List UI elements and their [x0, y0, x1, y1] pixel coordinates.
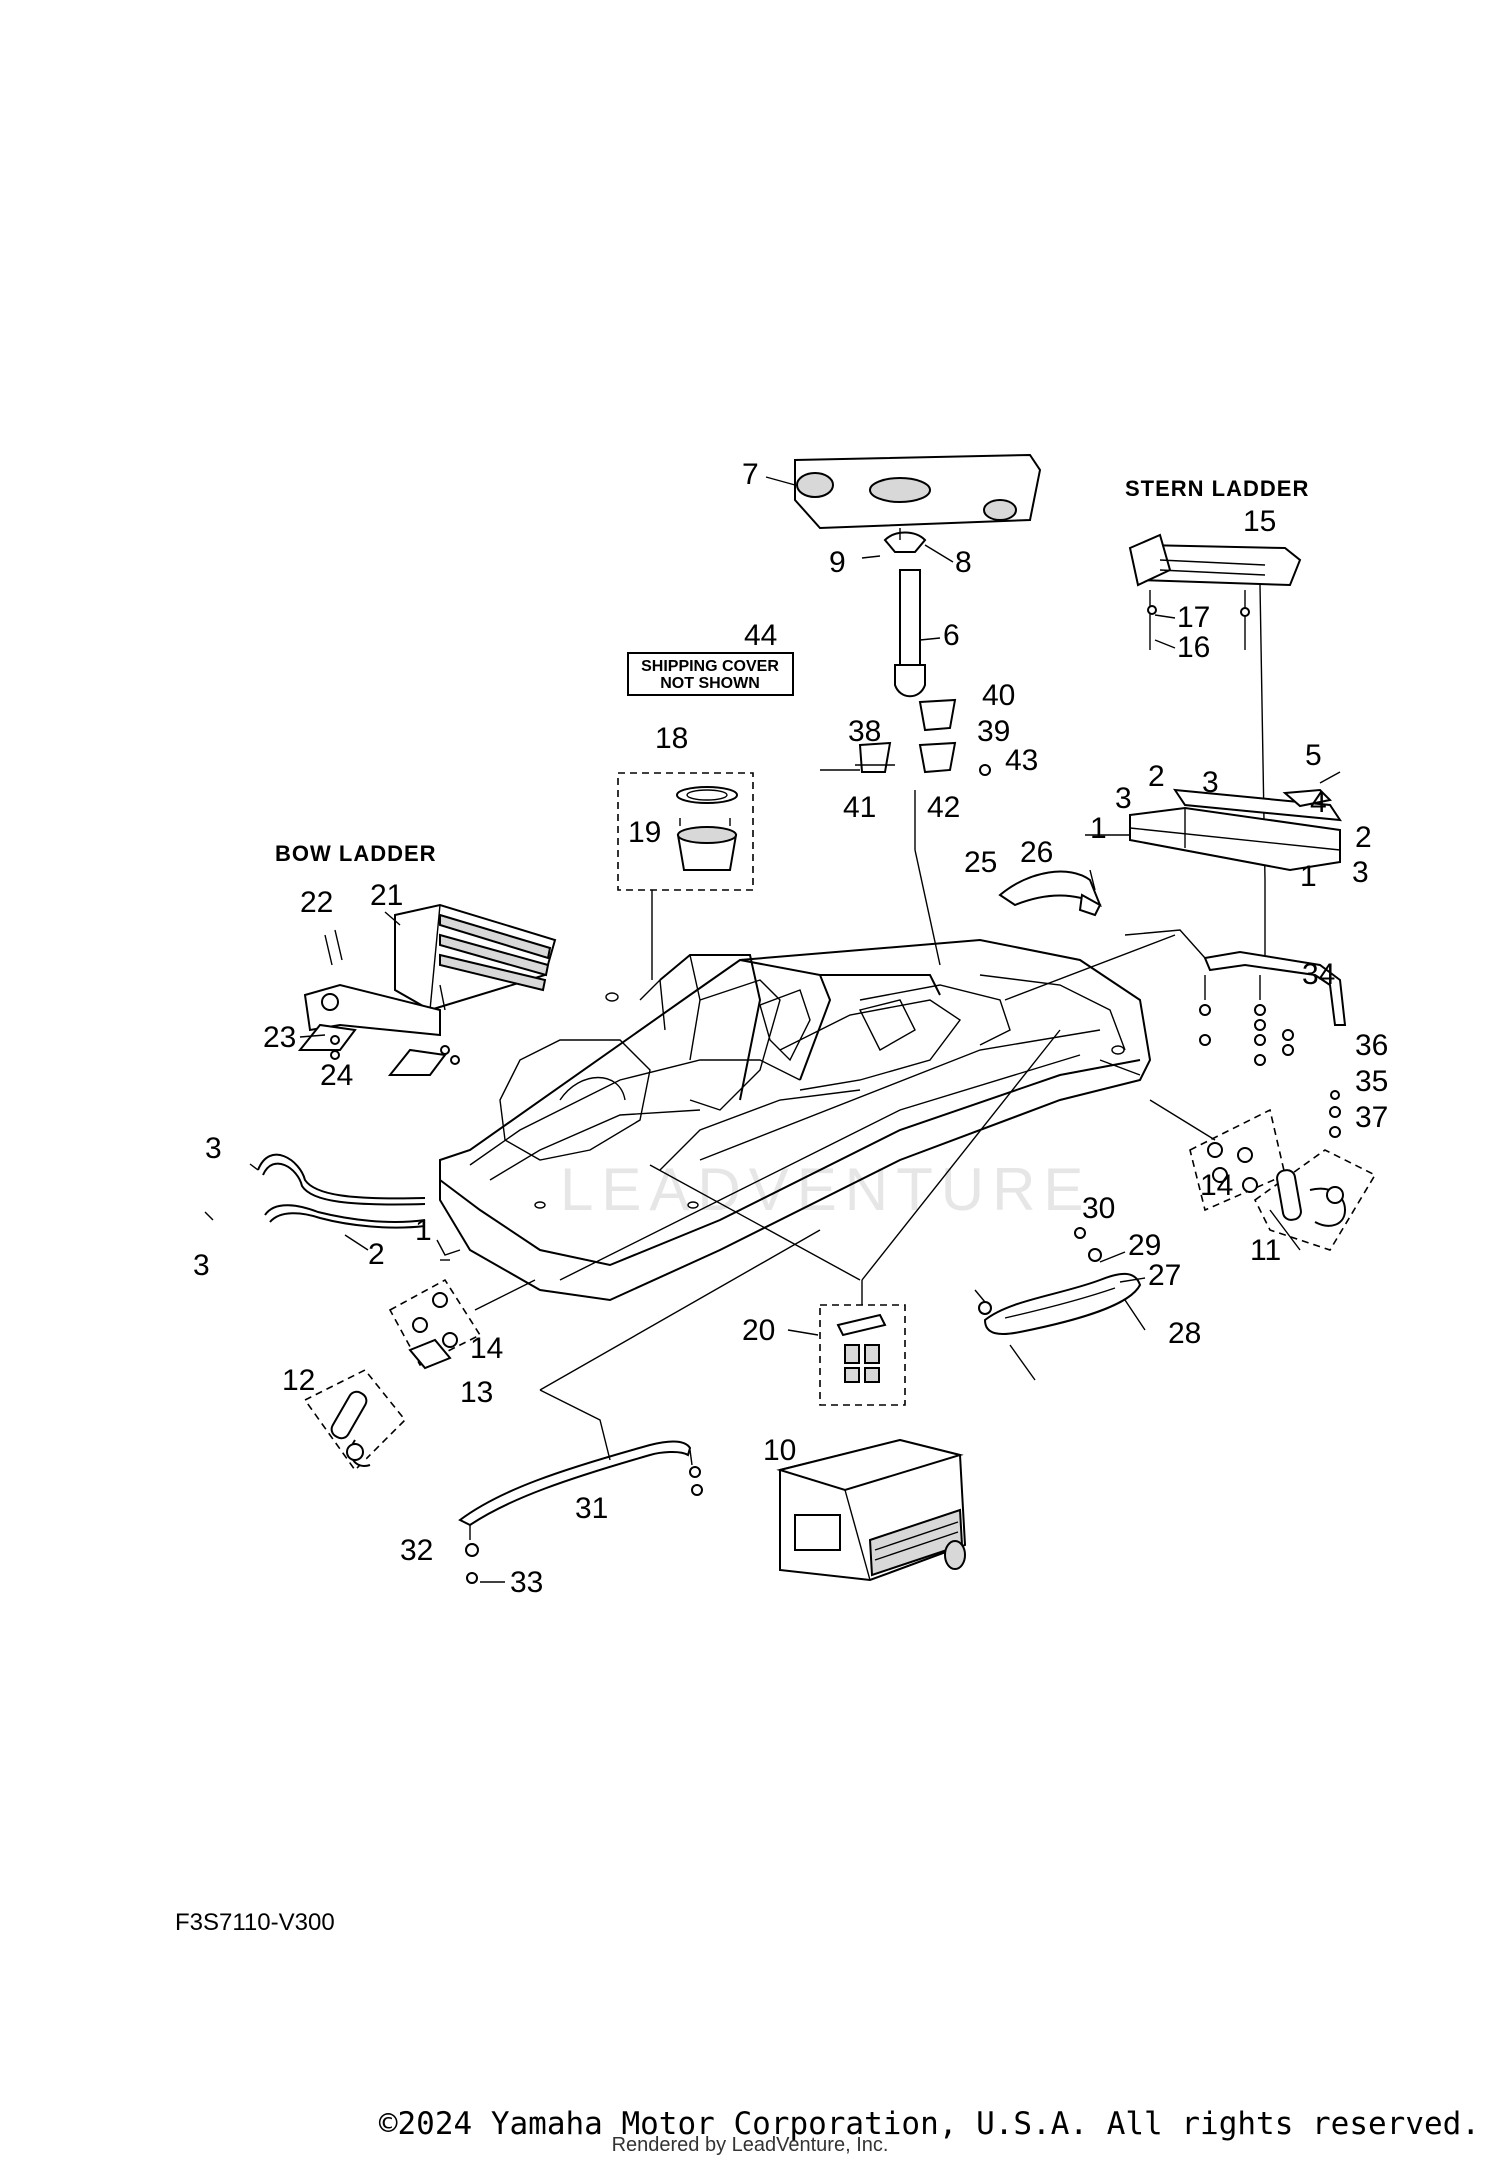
- callout-22: 22: [300, 886, 333, 919]
- callout-41: 41: [843, 791, 876, 824]
- callout-37: 37: [1355, 1101, 1388, 1134]
- callout-15: 15: [1243, 505, 1276, 538]
- callout-17: 17: [1177, 601, 1210, 634]
- cooler: [776, 1438, 967, 1582]
- callout-40: 40: [982, 679, 1015, 712]
- callout-44: 44: [744, 619, 777, 652]
- mount-8: [883, 528, 927, 553]
- callout-2b: 2: [1355, 821, 1372, 854]
- callout-8: 8: [955, 546, 972, 579]
- tower-light-7: [794, 453, 1042, 530]
- callout-25: 25: [964, 846, 997, 879]
- watermark: LEADVENTURE: [560, 1156, 1091, 1223]
- callout-23: 23: [263, 1021, 296, 1054]
- bow-grab-rail: [458, 1389, 703, 1584]
- callout-30: 30: [1082, 1192, 1115, 1225]
- callout-18: 18: [655, 722, 688, 755]
- stern-rail-bracket: [1085, 771, 1343, 965]
- stern-ladder-heading: STERN LADDER: [1125, 476, 1309, 501]
- boat-hull: [439, 938, 1152, 1302]
- callout-3e: 3: [193, 1249, 210, 1282]
- cup-holder-group: [617, 772, 754, 980]
- pads-38-39-40: [820, 698, 991, 776]
- callout-3b: 3: [1115, 782, 1132, 815]
- callout-2a: 2: [1148, 760, 1165, 793]
- callout-29: 29: [1128, 1229, 1161, 1262]
- callout-3c: 3: [1352, 856, 1369, 889]
- callout-36: 36: [1355, 1029, 1388, 1062]
- callout-12: 12: [282, 1364, 315, 1397]
- bow-ladder: [297, 903, 557, 1076]
- callout-1b: 1: [1300, 860, 1317, 893]
- bow-eye-group: [303, 1278, 536, 1472]
- stern-ladder: [1128, 533, 1302, 881]
- callout-11: 11: [1250, 1234, 1281, 1267]
- callout-26: 26: [1020, 836, 1053, 869]
- bow-ladder-heading: BOW LADDER: [275, 841, 437, 866]
- side-grab-handle: [974, 1227, 1146, 1381]
- callout-21: 21: [370, 879, 403, 912]
- callout-16: 16: [1177, 631, 1210, 664]
- callout-38: 38: [848, 715, 881, 748]
- screw-9: [861, 555, 881, 559]
- callout-43: 43: [1005, 744, 1038, 777]
- callout-14b: 14: [1200, 1169, 1233, 1202]
- callout-2c: 2: [368, 1238, 385, 1271]
- callout-39: 39: [977, 715, 1010, 748]
- note-line-1: SHIPPING COVER: [641, 658, 779, 675]
- grab-handle-25: [998, 869, 1102, 917]
- callout-1c: 1: [415, 1214, 432, 1247]
- callout-28: 28: [1168, 1317, 1201, 1350]
- callout-1a: 1: [1090, 812, 1107, 845]
- tube-6: [894, 569, 926, 698]
- callout-27: 27: [1148, 1259, 1181, 1292]
- callout-4: 4: [1310, 786, 1327, 819]
- leader-line: [914, 849, 941, 966]
- callout-33: 33: [510, 1566, 543, 1599]
- callout-19: 19: [628, 816, 661, 849]
- leader-lines: [440, 934, 1176, 1391]
- callout-31: 31: [575, 1492, 608, 1525]
- callout-35: 35: [1355, 1065, 1388, 1098]
- note-line-2: NOT SHOWN: [660, 675, 760, 692]
- rendered-by-credit: Rendered by LeadVenture, Inc.: [611, 2134, 889, 2156]
- callout-7: 7: [742, 458, 759, 491]
- callout-13: 13: [460, 1376, 493, 1409]
- stern-grab-rail: [1124, 929, 1347, 1138]
- shipping-cover-note: SHIPPING COVER NOT SHOWN: [627, 652, 794, 696]
- stern-eye-group: [1149, 1099, 1377, 1251]
- callout-10: 10: [763, 1434, 796, 1467]
- callout-3a: 3: [1202, 766, 1219, 799]
- copyright-notice: ©2024 Yamaha Motor Corporation, U.S.A. A…: [378, 2106, 1480, 2142]
- deck-cleat-group: [819, 1280, 906, 1406]
- callout-6: 6: [943, 619, 960, 652]
- callout-14a: 14: [470, 1332, 503, 1365]
- callout-42: 42: [927, 791, 960, 824]
- diagram-code: F3S7110-V300: [175, 1909, 335, 1936]
- callout-24: 24: [320, 1059, 353, 1092]
- callout-34: 34: [1302, 958, 1335, 991]
- bow-rub-rails: [204, 1153, 426, 1229]
- callout-20: 20: [742, 1314, 775, 1347]
- callout-3d: 3: [205, 1132, 222, 1165]
- callout-32: 32: [400, 1534, 433, 1567]
- callout-5: 5: [1305, 739, 1322, 772]
- callout-9: 9: [829, 546, 846, 579]
